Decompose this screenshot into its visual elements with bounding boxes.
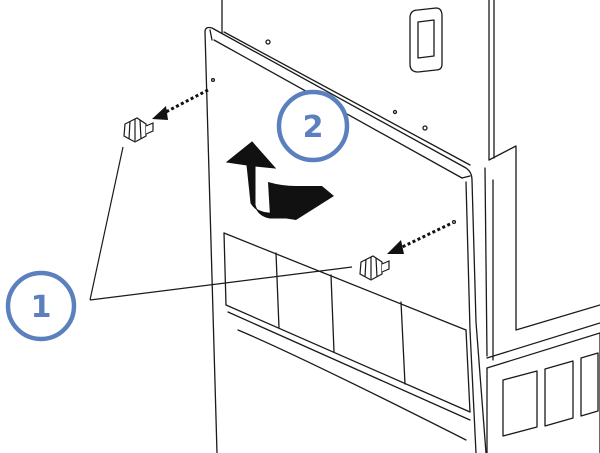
dashed-arrow-icon — [161, 88, 209, 116]
cabinet-body — [221, 0, 600, 453]
callout-1-label: 1 — [31, 290, 52, 325]
front-panel — [204, 26, 487, 453]
callout-1-leaders — [89, 146, 353, 301]
dashed-arrow-head-icon-2 — [387, 240, 404, 254]
thumb-screw-icon-2 — [359, 255, 390, 281]
callout-2-badge: 2 — [276, 89, 350, 163]
dashed-arrow-head-icon — [152, 106, 168, 120]
lift-out-arrow-icon — [225, 141, 334, 220]
callout-1-badge: 1 — [5, 270, 77, 342]
dashed-arrow-icon-2 — [397, 222, 451, 251]
thumb-screw-icon — [123, 117, 154, 143]
callout-2-label: 2 — [303, 110, 324, 145]
